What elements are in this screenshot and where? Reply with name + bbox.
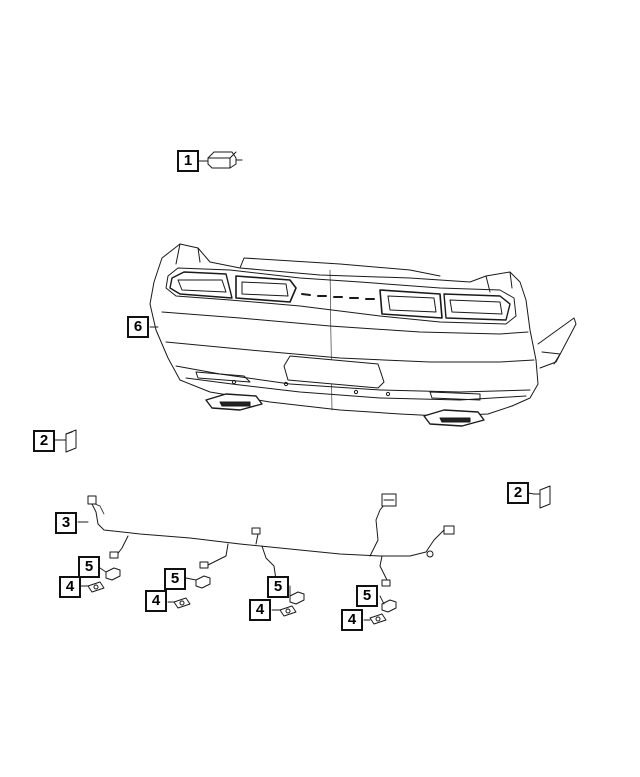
sensor-retainer-icon[interactable]: [87, 581, 387, 625]
bumper-bracket-icon[interactable]: [59, 439, 541, 495]
callout-3[interactable]: 3: [55, 512, 77, 534]
wiring-harness-icon[interactable]: [87, 493, 455, 587]
rear-bumper-fascia-icon[interactable]: [149, 243, 577, 427]
callout-4[interactable]: 4: [341, 609, 363, 631]
callout-4[interactable]: 4: [59, 576, 81, 598]
callout-2[interactable]: 2: [507, 482, 529, 504]
callout-5[interactable]: 5: [267, 576, 289, 598]
park-assist-sensor-icon[interactable]: [105, 567, 397, 613]
callout-4[interactable]: 4: [249, 599, 271, 621]
callout-5[interactable]: 5: [78, 556, 100, 578]
leader-lines: [53, 160, 535, 621]
module-icon[interactable]: [197, 151, 243, 169]
bumper-bracket-icon[interactable]: [65, 429, 551, 509]
callout-1[interactable]: 1: [177, 150, 199, 172]
callout-2[interactable]: 2: [33, 430, 55, 452]
callout-5[interactable]: 5: [164, 568, 186, 590]
callout-4[interactable]: 4: [145, 590, 167, 612]
callout-6[interactable]: 6: [127, 316, 149, 338]
callout-5[interactable]: 5: [356, 585, 378, 607]
